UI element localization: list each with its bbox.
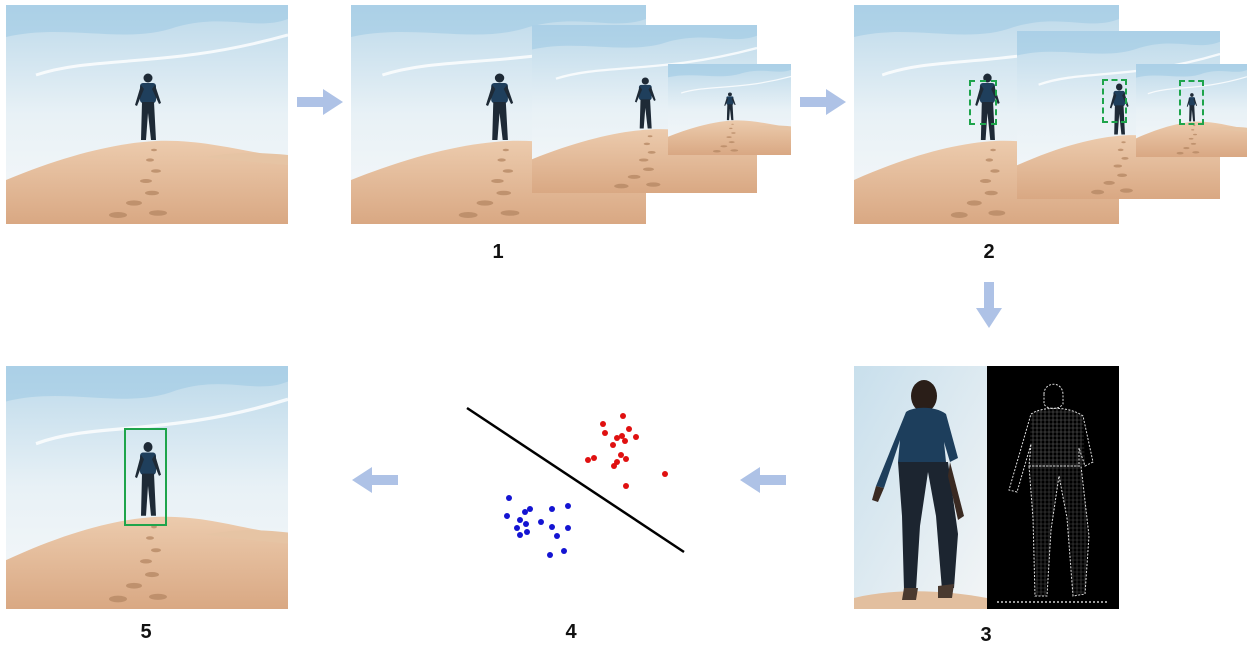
desert-walker-photo-icon bbox=[6, 5, 288, 224]
arrow-right-icon bbox=[297, 89, 343, 115]
step-label-1: 1 bbox=[492, 241, 504, 263]
arrow-to-step2 bbox=[800, 89, 846, 115]
svm-classifier bbox=[460, 400, 690, 570]
photo-icon bbox=[668, 64, 791, 155]
negative-class-points bbox=[504, 495, 571, 558]
arrow-to-step3 bbox=[976, 282, 1002, 328]
step-label-4: 4 bbox=[565, 621, 577, 643]
person-crop bbox=[854, 366, 987, 609]
arrow-right-icon bbox=[800, 89, 846, 115]
step-label-5: 5 bbox=[140, 621, 152, 643]
arrow-left-icon bbox=[740, 467, 786, 493]
arrow-to-step1 bbox=[297, 89, 343, 115]
arrow-left-icon bbox=[352, 467, 398, 493]
dashed-window-medium bbox=[1102, 79, 1127, 123]
step-label-3: 3 bbox=[980, 624, 992, 646]
positive-class-points bbox=[585, 413, 668, 489]
dashed-window-large bbox=[969, 80, 997, 125]
hog-descriptor-icon bbox=[997, 383, 1107, 603]
step-label-2: 2 bbox=[983, 241, 995, 263]
separating-hyperplane bbox=[466, 406, 685, 554]
person-closeup-icon bbox=[854, 366, 987, 609]
arrow-to-step5 bbox=[352, 467, 398, 493]
detection-bounding-box bbox=[124, 428, 167, 526]
original-photo bbox=[6, 5, 288, 224]
dashed-window-small bbox=[1179, 80, 1204, 125]
pyramid-small bbox=[668, 64, 791, 155]
arrow-to-step4 bbox=[740, 467, 786, 493]
svm-scatter-icon bbox=[466, 406, 685, 558]
arrow-down-icon bbox=[976, 282, 1002, 328]
hog-feature-image bbox=[987, 366, 1119, 609]
